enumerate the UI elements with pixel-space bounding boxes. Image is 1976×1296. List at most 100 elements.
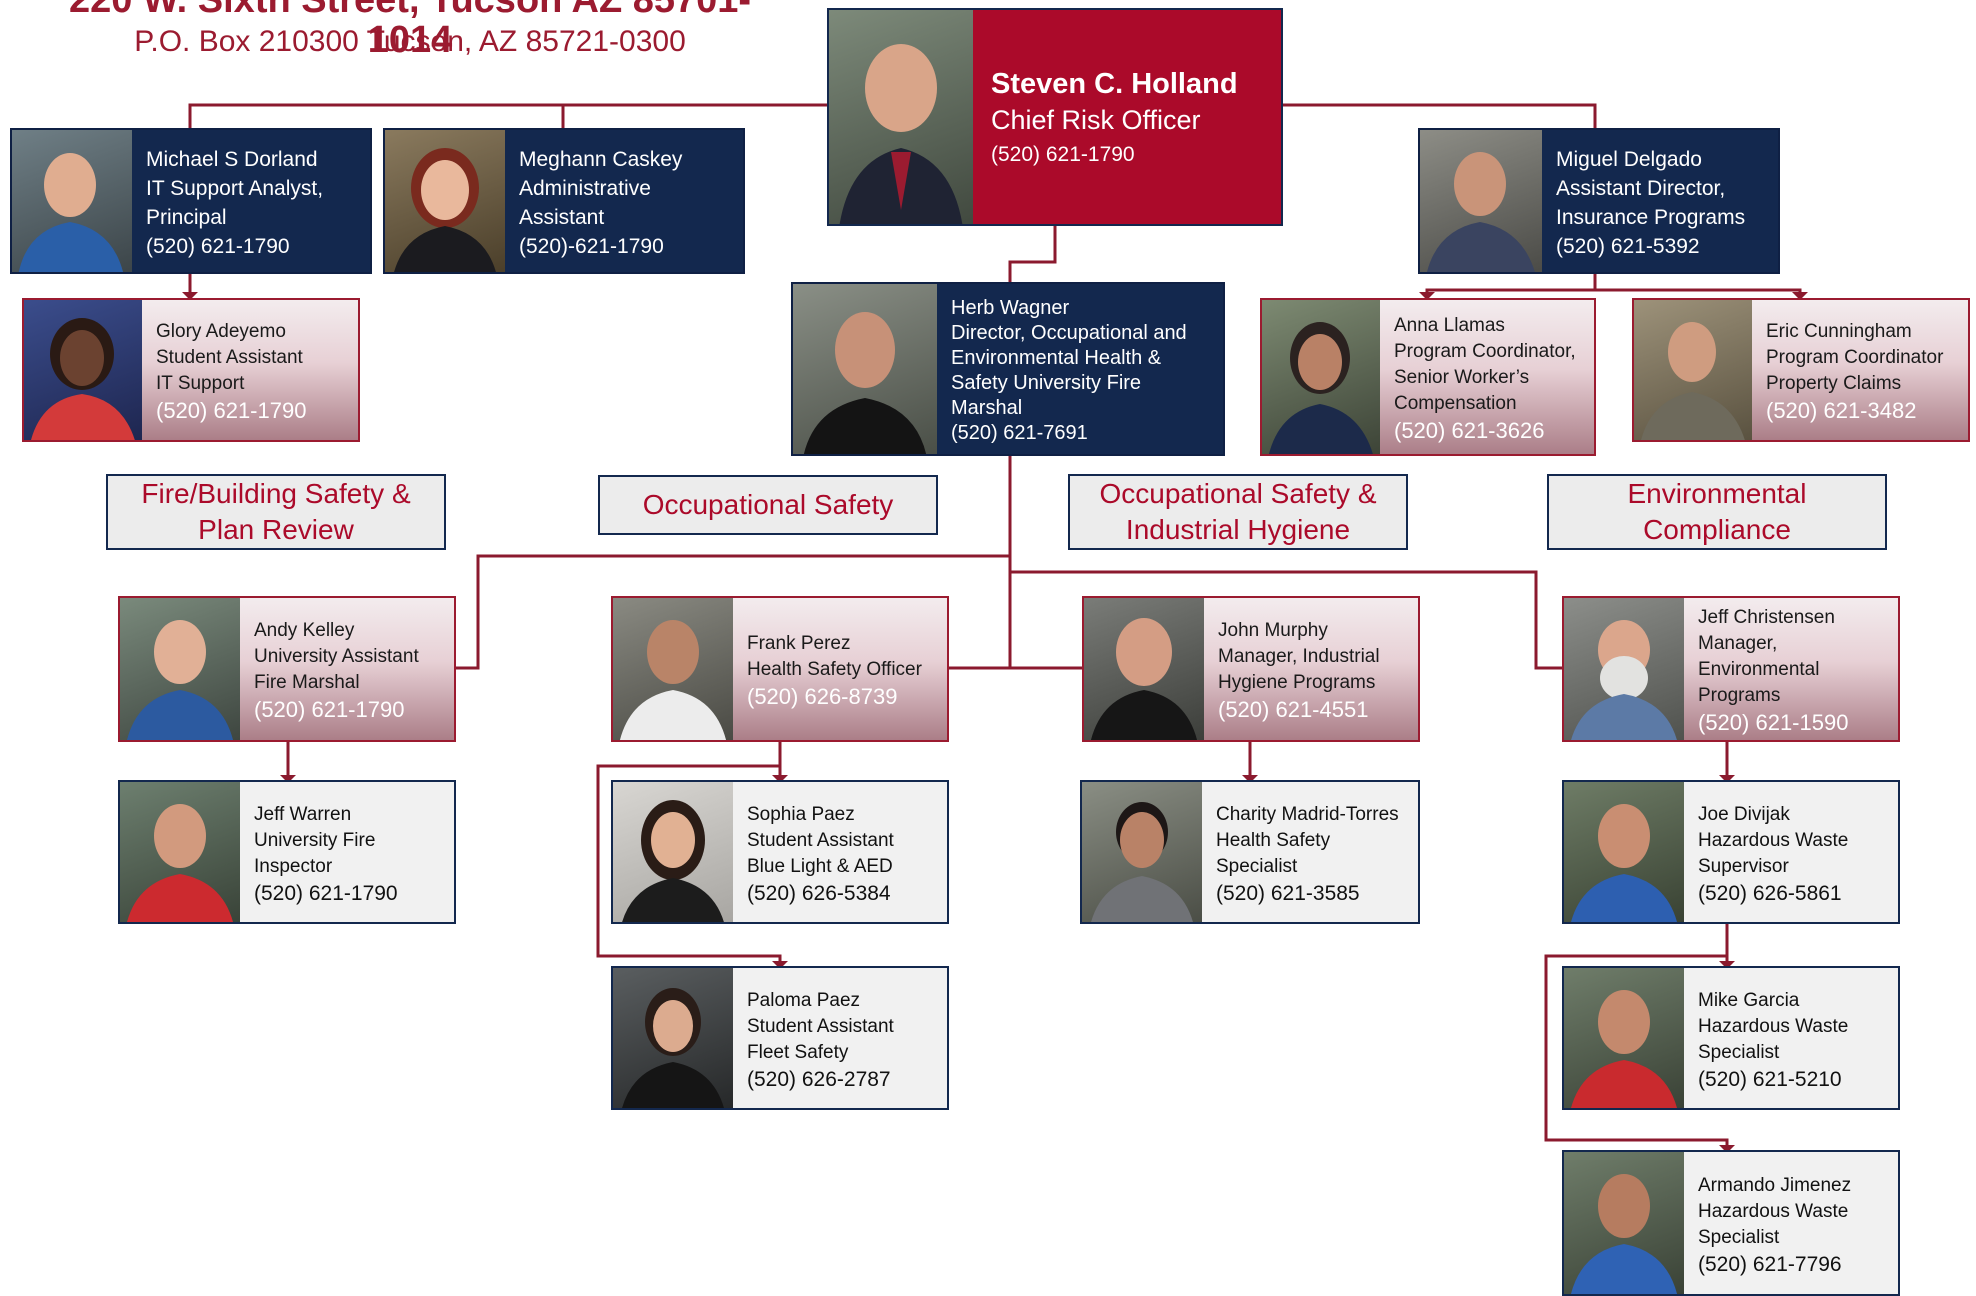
person-title: University Fire Inspector bbox=[254, 829, 376, 877]
card-info: Herb Wagner Director, Occupational and E… bbox=[937, 284, 1223, 454]
card-delgado: Miguel Delgado Assistant Director, Insur… bbox=[1418, 128, 1780, 274]
person-name: Joe Divijak bbox=[1698, 803, 1790, 825]
person-name: John Murphy bbox=[1218, 620, 1328, 641]
person-phone: (520) 621-4551 bbox=[1218, 697, 1369, 722]
card-info: Paloma Paez Student Assistant Fleet Safe… bbox=[733, 968, 947, 1108]
person-title: Assistant Director, Insurance Programs bbox=[1556, 177, 1746, 229]
person-title: Student Assistant IT Support bbox=[156, 347, 303, 394]
card-info: Glory Adeyemo Student Assistant IT Suppo… bbox=[142, 300, 358, 440]
person-phone: (520) 621-5392 bbox=[1556, 235, 1700, 258]
person-phone: (520) 621-1790 bbox=[254, 697, 405, 722]
person-title: University Assistant Fire Marshal bbox=[254, 646, 419, 693]
card-llamas: Anna Llamas Program Coordinator, Senior … bbox=[1260, 298, 1596, 456]
card-info: Charity Madrid-Torres Health Safety Spec… bbox=[1202, 782, 1418, 922]
department-label-fire-building-safety: Fire/Building Safety & Plan Review bbox=[106, 474, 446, 550]
connector-holland-wagner bbox=[1008, 226, 1057, 282]
person-title: Student Assistant Fleet Safety bbox=[747, 1015, 894, 1063]
person-phone: (520) 621-5210 bbox=[1698, 1067, 1842, 1091]
person-phone: (520) 621-7796 bbox=[1698, 1252, 1842, 1276]
card-wagner: Herb Wagner Director, Occupational and E… bbox=[791, 282, 1225, 456]
card-cunningham: Eric Cunningham Program Coordinator Prop… bbox=[1632, 298, 1970, 442]
card-kelley: Andy Kelley University Assistant Fire Ma… bbox=[118, 596, 456, 742]
card-info: Jeff Warren University Fire Inspector (5… bbox=[240, 782, 454, 922]
portrait-photo bbox=[1262, 300, 1380, 454]
person-phone: (520) 626-5384 bbox=[747, 881, 891, 905]
person-name: Jeff Warren bbox=[254, 803, 352, 825]
person-phone: (520) 621-1790 bbox=[254, 881, 398, 905]
portrait-photo bbox=[120, 782, 240, 922]
card-info: Mike Garcia Hazardous Waste Specialist (… bbox=[1684, 968, 1898, 1108]
card-info: Jeff Christensen Manager, Environmental … bbox=[1684, 598, 1898, 740]
person-name: Herb Wagner bbox=[951, 297, 1070, 319]
card-jimenez: Armando Jimenez Hazardous Waste Speciali… bbox=[1562, 1150, 1900, 1296]
person-phone: (520) 626-2787 bbox=[747, 1067, 891, 1091]
person-title: Student Assistant Blue Light & AED bbox=[747, 829, 894, 877]
card-info: Sophia Paez Student Assistant Blue Light… bbox=[733, 782, 947, 922]
person-title: Director, Occupational and Environmental… bbox=[951, 322, 1187, 419]
card-perez: Frank Perez Health Safety Officer (520) … bbox=[611, 596, 949, 742]
card-info: Miguel Delgado Assistant Director, Insur… bbox=[1542, 130, 1778, 272]
department-label-environmental-compliance: Environmental Compliance bbox=[1547, 474, 1887, 550]
portrait-photo bbox=[1082, 782, 1202, 922]
portrait-photo bbox=[12, 130, 132, 272]
connector-holland-left-staff bbox=[188, 103, 827, 128]
person-phone: (520) 621-1790 bbox=[991, 143, 1135, 166]
person-name: Glory Adeyemo bbox=[156, 321, 286, 342]
person-title: Hazardous Waste Specialist bbox=[1698, 1200, 1849, 1248]
portrait-photo bbox=[24, 300, 142, 440]
portrait-photo bbox=[1564, 598, 1684, 740]
portrait-photo bbox=[793, 284, 937, 454]
person-name: Armando Jimenez bbox=[1698, 1174, 1852, 1196]
card-christensen: Jeff Christensen Manager, Environmental … bbox=[1562, 596, 1900, 742]
person-phone: (520) 621-1790 bbox=[146, 235, 290, 258]
card-garcia: Mike Garcia Hazardous Waste Specialist (… bbox=[1562, 966, 1900, 1110]
card-info: Andy Kelley University Assistant Fire Ma… bbox=[240, 598, 454, 740]
person-title: Hazardous Waste Supervisor bbox=[1698, 829, 1849, 877]
portrait-photo bbox=[120, 598, 240, 740]
person-name: Paloma Paez bbox=[747, 989, 861, 1011]
portrait-photo bbox=[1564, 1152, 1684, 1294]
person-title: Program Coordinator Property Claims bbox=[1766, 347, 1944, 394]
card-info: Joe Divijak Hazardous Waste Supervisor (… bbox=[1684, 782, 1898, 922]
connector-holland-delgado bbox=[1283, 103, 1597, 128]
connector-delgado-reports bbox=[1425, 274, 1802, 298]
person-title: Manager, Industrial Hygiene Programs bbox=[1218, 646, 1380, 693]
department-label-occupational-safety-industrial-hygiene: Occupational Safety & Industrial Hygiene bbox=[1068, 474, 1408, 550]
person-title: Administrative Assistant bbox=[519, 177, 651, 229]
portrait-photo bbox=[1084, 598, 1204, 740]
card-divijak: Joe Divijak Hazardous Waste Supervisor (… bbox=[1562, 780, 1900, 924]
person-title: Manager, Environmental Programs bbox=[1698, 633, 1820, 706]
card-dorland: Michael S Dorland IT Support Analyst, Pr… bbox=[10, 128, 372, 274]
card-caskey: Meghann Caskey Administrative Assistant … bbox=[383, 128, 745, 274]
person-name: Mike Garcia bbox=[1698, 989, 1800, 1011]
person-name: Michael S Dorland bbox=[146, 148, 318, 171]
portrait-photo bbox=[1564, 782, 1684, 922]
card-warren: Jeff Warren University Fire Inspector (5… bbox=[118, 780, 456, 924]
department-label-occupational-safety: Occupational Safety bbox=[598, 475, 938, 535]
person-phone: (520)-621-1790 bbox=[519, 235, 664, 258]
card-paloma-paez: Paloma Paez Student Assistant Fleet Safe… bbox=[611, 966, 949, 1110]
portrait-photo bbox=[829, 10, 973, 224]
person-name: Jeff Christensen bbox=[1698, 607, 1835, 628]
person-name: Miguel Delgado bbox=[1556, 148, 1702, 171]
person-phone: (520) 621-1790 bbox=[156, 398, 307, 423]
portrait-photo bbox=[1634, 300, 1752, 440]
person-title: Chief Risk Officer bbox=[991, 105, 1201, 135]
person-phone: (520) 626-8739 bbox=[747, 684, 898, 709]
person-phone: (520) 621-3585 bbox=[1216, 881, 1360, 905]
card-info: Meghann Caskey Administrative Assistant … bbox=[505, 130, 743, 272]
person-title: Program Coordinator, Senior Worker’s Com… bbox=[1394, 341, 1576, 414]
person-name: Anna Llamas bbox=[1394, 315, 1505, 336]
card-chief-risk-officer: Steven C. Holland Chief Risk Officer (52… bbox=[827, 8, 1283, 226]
portrait-photo bbox=[613, 968, 733, 1108]
person-name: Andy Kelley bbox=[254, 620, 355, 641]
card-sophia-paez: Sophia Paez Student Assistant Blue Light… bbox=[611, 780, 949, 924]
person-phone: (520) 626-5861 bbox=[1698, 881, 1842, 905]
person-phone: (520) 621-7691 bbox=[951, 422, 1088, 444]
card-adeyemo: Glory Adeyemo Student Assistant IT Suppo… bbox=[22, 298, 360, 442]
card-info: Michael S Dorland IT Support Analyst, Pr… bbox=[132, 130, 370, 272]
card-info: Anna Llamas Program Coordinator, Senior … bbox=[1380, 300, 1594, 454]
portrait-photo bbox=[613, 598, 733, 740]
header-po-box: P.O. Box 210300 Tucson, AZ 85721-0300 bbox=[134, 25, 686, 58]
person-name: Steven C. Holland bbox=[991, 68, 1238, 100]
